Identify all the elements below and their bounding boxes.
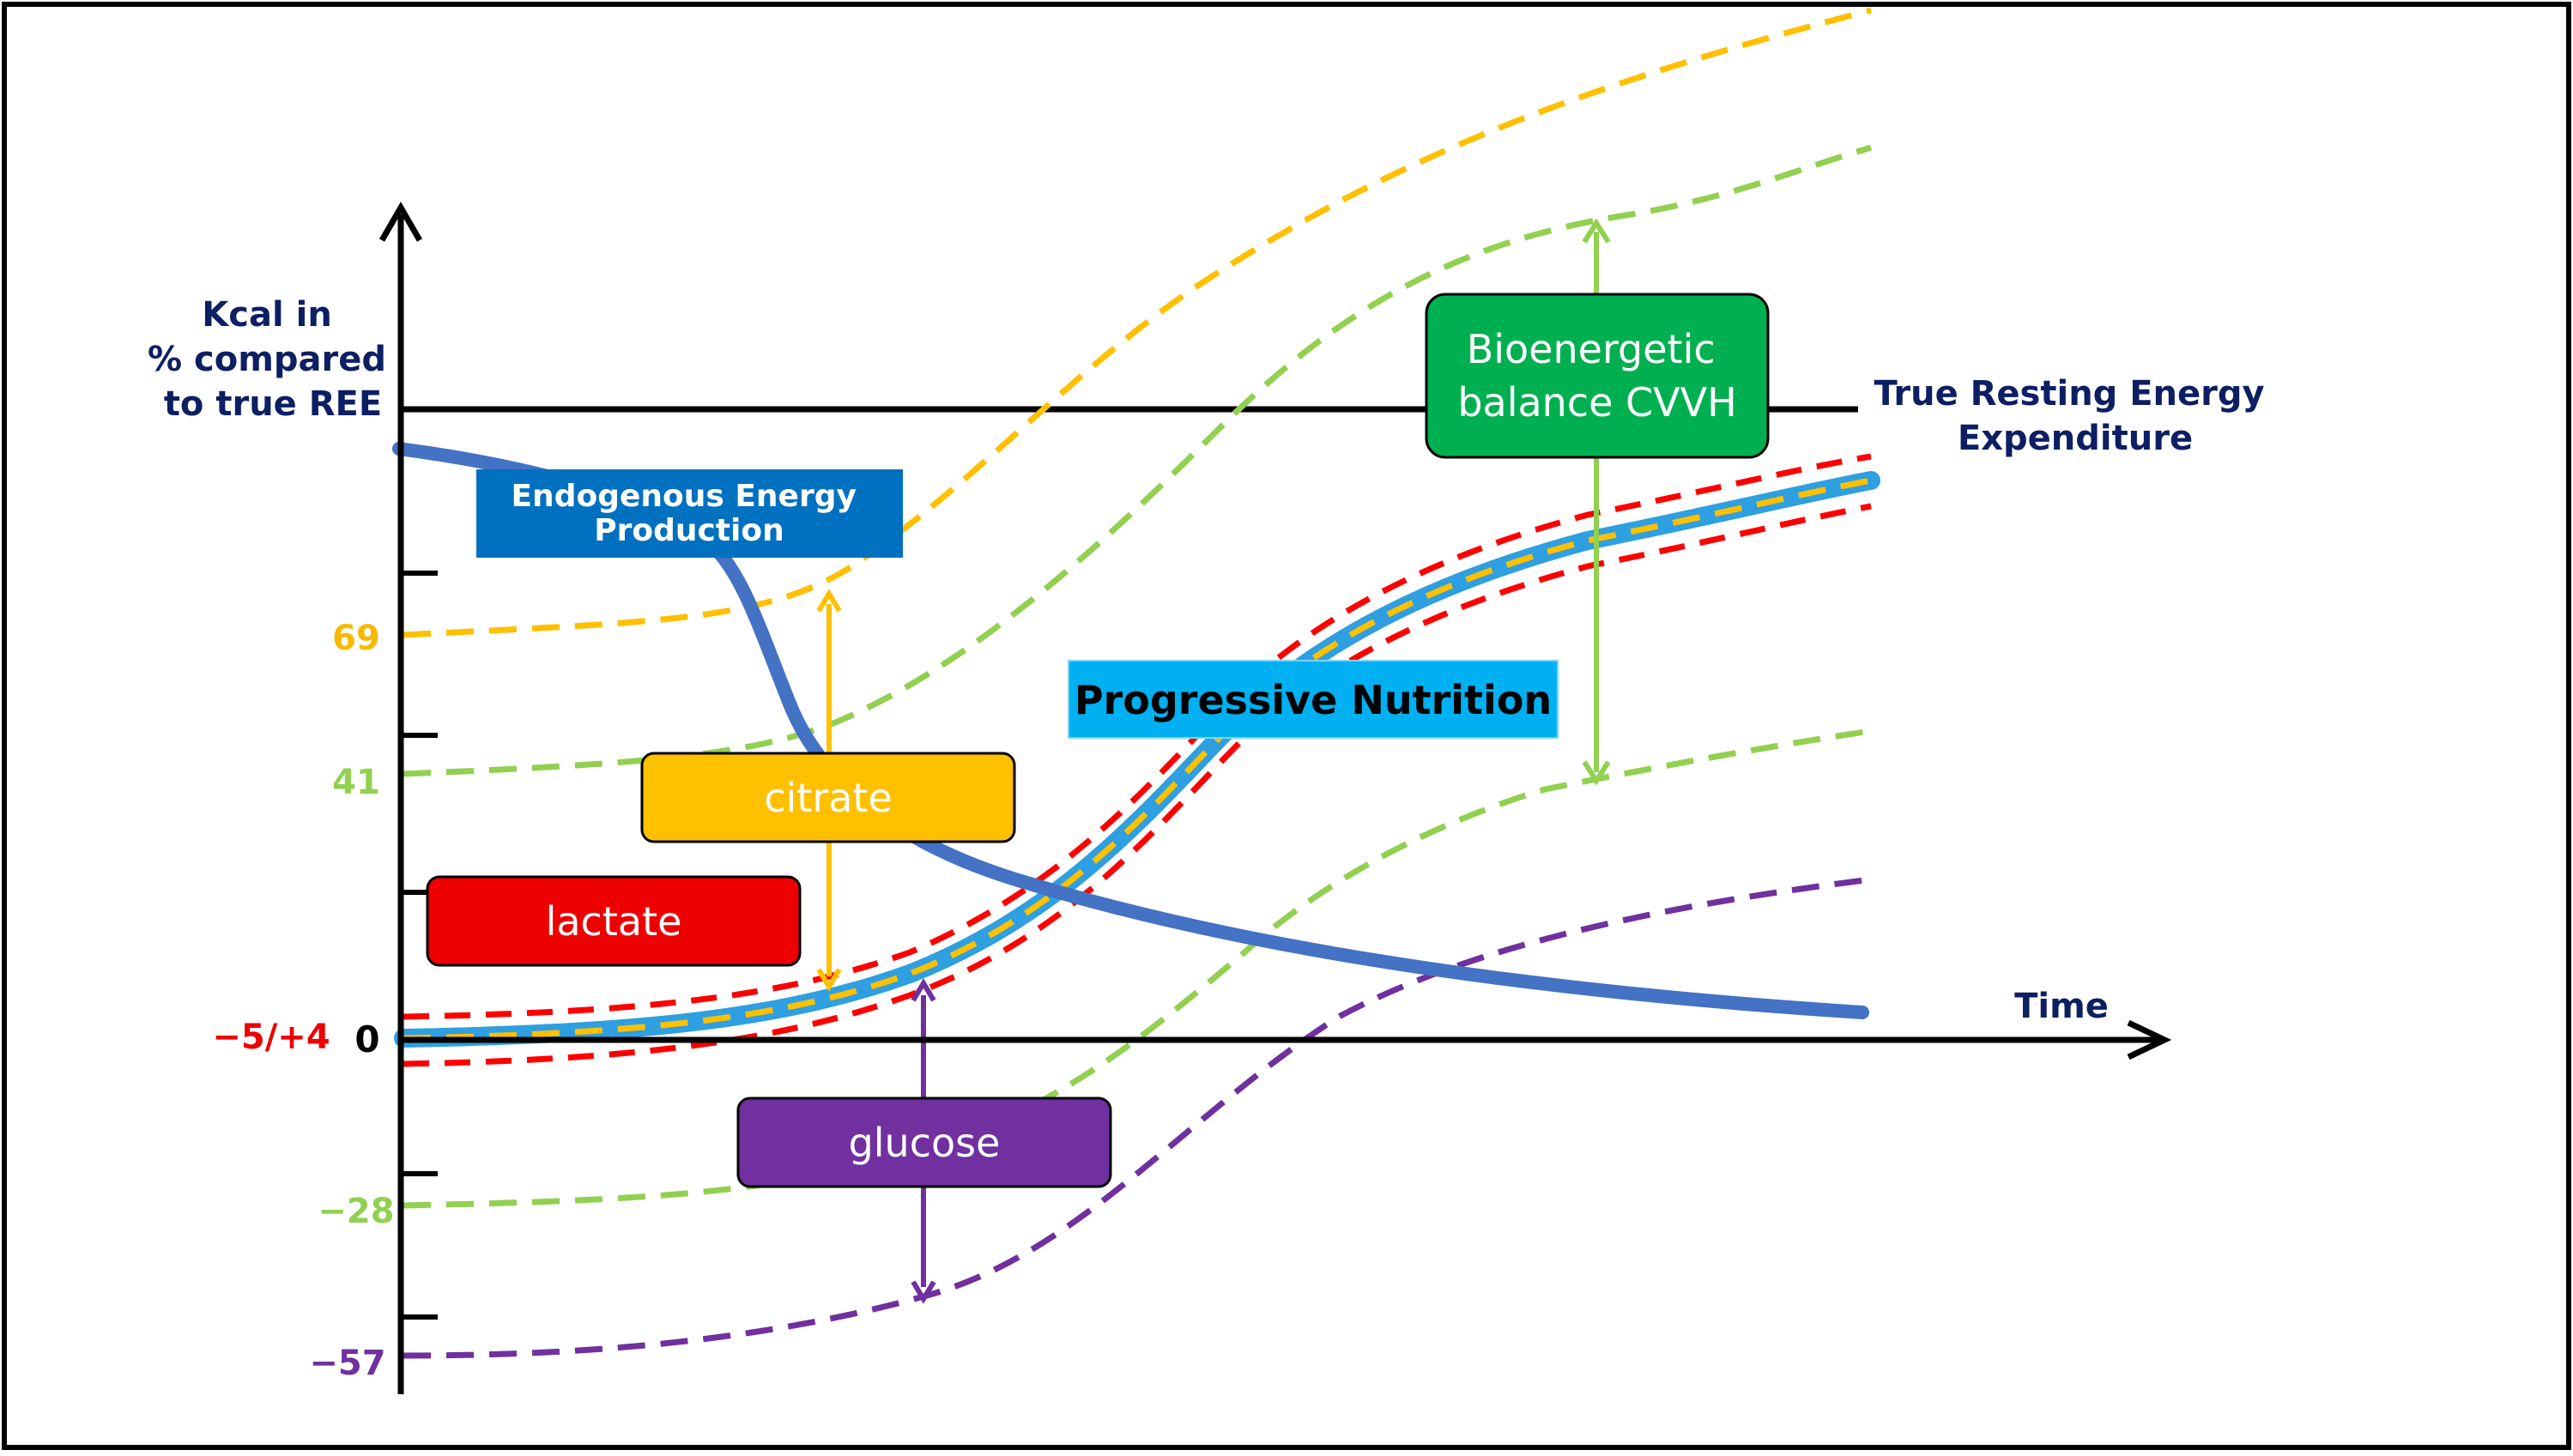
bioenergetic-balance-box: Bioenergetic balance CVVH (1425, 293, 1770, 459)
y-axis-title-line: to true REE (164, 384, 382, 424)
y-axis-title: Kcal in % compared to true REE (148, 295, 398, 424)
endogenous-label-line: Production (594, 513, 784, 548)
endogenous-label-line: Endogenous Energy (511, 479, 857, 514)
ree-label-line: True Resting Energy (1874, 374, 2264, 414)
citrate-label: citrate (764, 775, 893, 821)
progressive-nutrition-label: Progressive Nutrition (1075, 677, 1552, 723)
y-axis-title-line: Kcal in (202, 295, 332, 335)
ree-label-line: Expenditure (1958, 419, 2193, 458)
tick-label-69: 69 (332, 619, 380, 658)
bioenergetic-label-line: balance CVVH (1457, 379, 1736, 426)
endogenous-production-box: Endogenous Energy Production (476, 469, 903, 558)
bioenergetic-label-line: Bioenergetic (1467, 326, 1716, 372)
glucose-lower-curve (403, 876, 1872, 1359)
y-axis-title-line: % compared (148, 340, 386, 379)
tick-label-minus-57: −57 (309, 1344, 385, 1383)
bioenergetic-balance-label: Bioenergetic balance CVVH (1457, 326, 1736, 426)
tick-label-lactate-range: −5/+4 (212, 1018, 330, 1057)
progressive-nutrition-box: Progressive Nutrition (1068, 660, 1559, 739)
lactate-upper-curve (403, 453, 1872, 1020)
bioenergetic-upper-curve (403, 144, 1872, 777)
zero-label: 0 (354, 1018, 379, 1060)
x-axis-title: Time (2014, 987, 2109, 1026)
citrate-box: citrate (640, 752, 1016, 843)
lactate-label: lactate (546, 898, 682, 945)
x-axis (401, 1019, 2172, 1060)
lactate-lower-curve (403, 503, 1872, 1067)
glucose-box: glucose (736, 1097, 1112, 1188)
glucose-label: glucose (849, 1120, 1001, 1166)
citrate-center-curve (403, 477, 1872, 1042)
lactate-box: lactate (426, 875, 802, 967)
ree-label: True Resting Energy Expenditure (1874, 374, 2276, 458)
citrate-upper-curve (403, 7, 1872, 638)
bioenergetic-lower-curve (403, 728, 1872, 1209)
tick-label-41: 41 (332, 763, 380, 802)
tick-label-minus-28: −28 (318, 1192, 394, 1231)
endogenous-production-label: Endogenous Energy Production (511, 479, 867, 548)
